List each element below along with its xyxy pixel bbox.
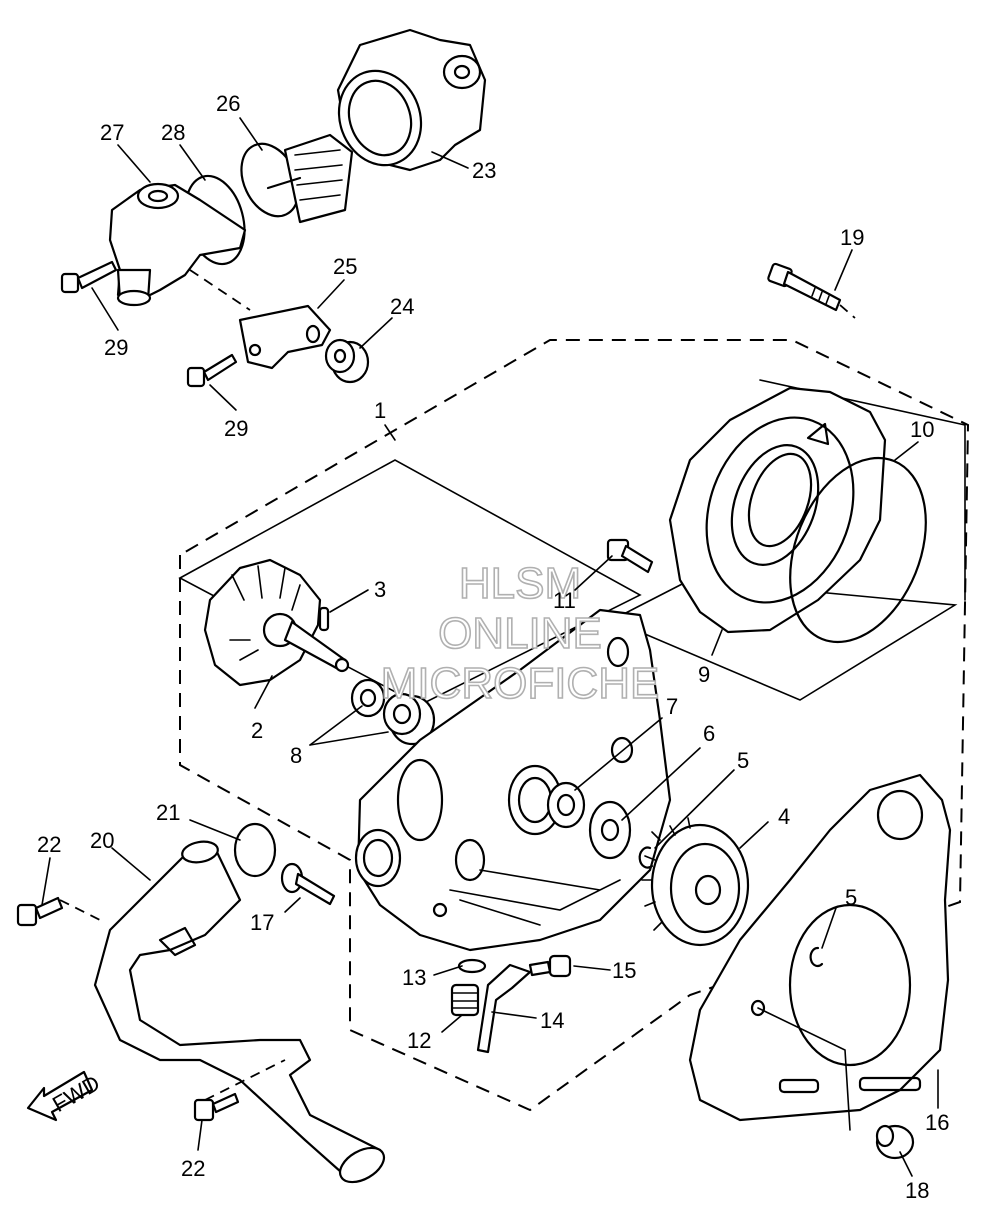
impeller-2 xyxy=(203,558,350,687)
cover-gasket-16 xyxy=(688,773,952,1122)
callout-11: 11 xyxy=(553,588,576,613)
direction-arrow: FWD xyxy=(26,1070,104,1122)
callout-22-bottom: 22 xyxy=(181,1156,205,1181)
leader-lines xyxy=(41,117,939,1177)
callout-29-lower: 29 xyxy=(224,416,248,441)
bolt-11 xyxy=(606,538,654,574)
watermark-line-3: MICROFICHE xyxy=(381,659,660,708)
pump-cover-9 xyxy=(668,386,887,634)
callout-4: 4 xyxy=(778,804,790,829)
drive-gear-4 xyxy=(641,817,750,947)
gasket-21 xyxy=(233,822,277,878)
callout-24: 24 xyxy=(390,294,414,319)
bolt-22-bottom xyxy=(193,1092,240,1122)
bolt-29-upper xyxy=(60,260,118,294)
bolt-19 xyxy=(767,262,842,312)
hose-14 xyxy=(476,963,532,1054)
callout-23: 23 xyxy=(472,158,496,183)
bearing-7 xyxy=(546,781,586,829)
fitting-15 xyxy=(528,954,572,978)
callout-25: 25 xyxy=(333,254,357,279)
callout-2: 2 xyxy=(251,718,263,743)
callout-10: 10 xyxy=(910,417,934,442)
watermark-line-1: HLSM xyxy=(459,559,581,608)
callout-16: 16 xyxy=(925,1110,949,1135)
callout-18: 18 xyxy=(905,1178,929,1203)
callout-12: 12 xyxy=(407,1028,431,1053)
o-ring-13 xyxy=(457,958,487,974)
drain-bolt-12 xyxy=(450,983,480,1017)
callout-28: 28 xyxy=(161,120,185,145)
assembly-boundary xyxy=(179,339,970,1112)
watermark: HLSM ONLINE MICROFICHE xyxy=(380,558,660,709)
callout-14: 14 xyxy=(540,1008,564,1033)
callout-22-left: 22 xyxy=(37,832,61,857)
callout-labels: 1 2 3 4 5 5 6 7 8 9 10 11 12 13 14 15 16… xyxy=(37,91,949,1203)
callout-27: 27 xyxy=(100,120,124,145)
callout-19: 19 xyxy=(840,225,864,250)
bolt-17 xyxy=(280,862,336,906)
callout-13: 13 xyxy=(402,965,426,990)
bracket-25 xyxy=(238,304,332,370)
watermark-line-2: ONLINE xyxy=(438,609,602,658)
bolt-22-left xyxy=(16,896,64,927)
pump-housing xyxy=(354,608,672,952)
pin-3 xyxy=(318,606,330,632)
callout-5-lower: 5 xyxy=(845,885,857,910)
callout-6: 6 xyxy=(703,721,715,746)
callout-15: 15 xyxy=(612,958,636,983)
callout-26: 26 xyxy=(216,91,240,116)
callout-9: 9 xyxy=(698,662,710,687)
gasket-connector-line xyxy=(757,1007,851,1131)
callout-5-upper: 5 xyxy=(737,748,749,773)
callout-20: 20 xyxy=(90,828,114,853)
callout-1: 1 xyxy=(374,398,386,423)
bolt-29-lower xyxy=(186,353,238,388)
thermostat-housing-23 xyxy=(336,28,487,172)
callout-8: 8 xyxy=(290,743,302,768)
thermostat-cover-27 xyxy=(108,182,247,307)
oil-seals-8 xyxy=(350,678,436,746)
o-ring-10 xyxy=(789,456,927,644)
callout-21: 21 xyxy=(156,800,180,825)
callout-17: 17 xyxy=(250,910,274,935)
callout-7: 7 xyxy=(666,694,678,719)
gear-6 xyxy=(588,800,632,860)
inner-plane-right xyxy=(610,579,958,701)
circlip-5-upper xyxy=(638,846,654,869)
callout-3: 3 xyxy=(374,577,386,602)
thermostat-26 xyxy=(240,133,354,224)
cap-18 xyxy=(875,1124,915,1160)
callout-29-upper: 29 xyxy=(104,335,128,360)
grommet-24 xyxy=(324,338,370,384)
water-hose-20 xyxy=(93,840,386,1184)
